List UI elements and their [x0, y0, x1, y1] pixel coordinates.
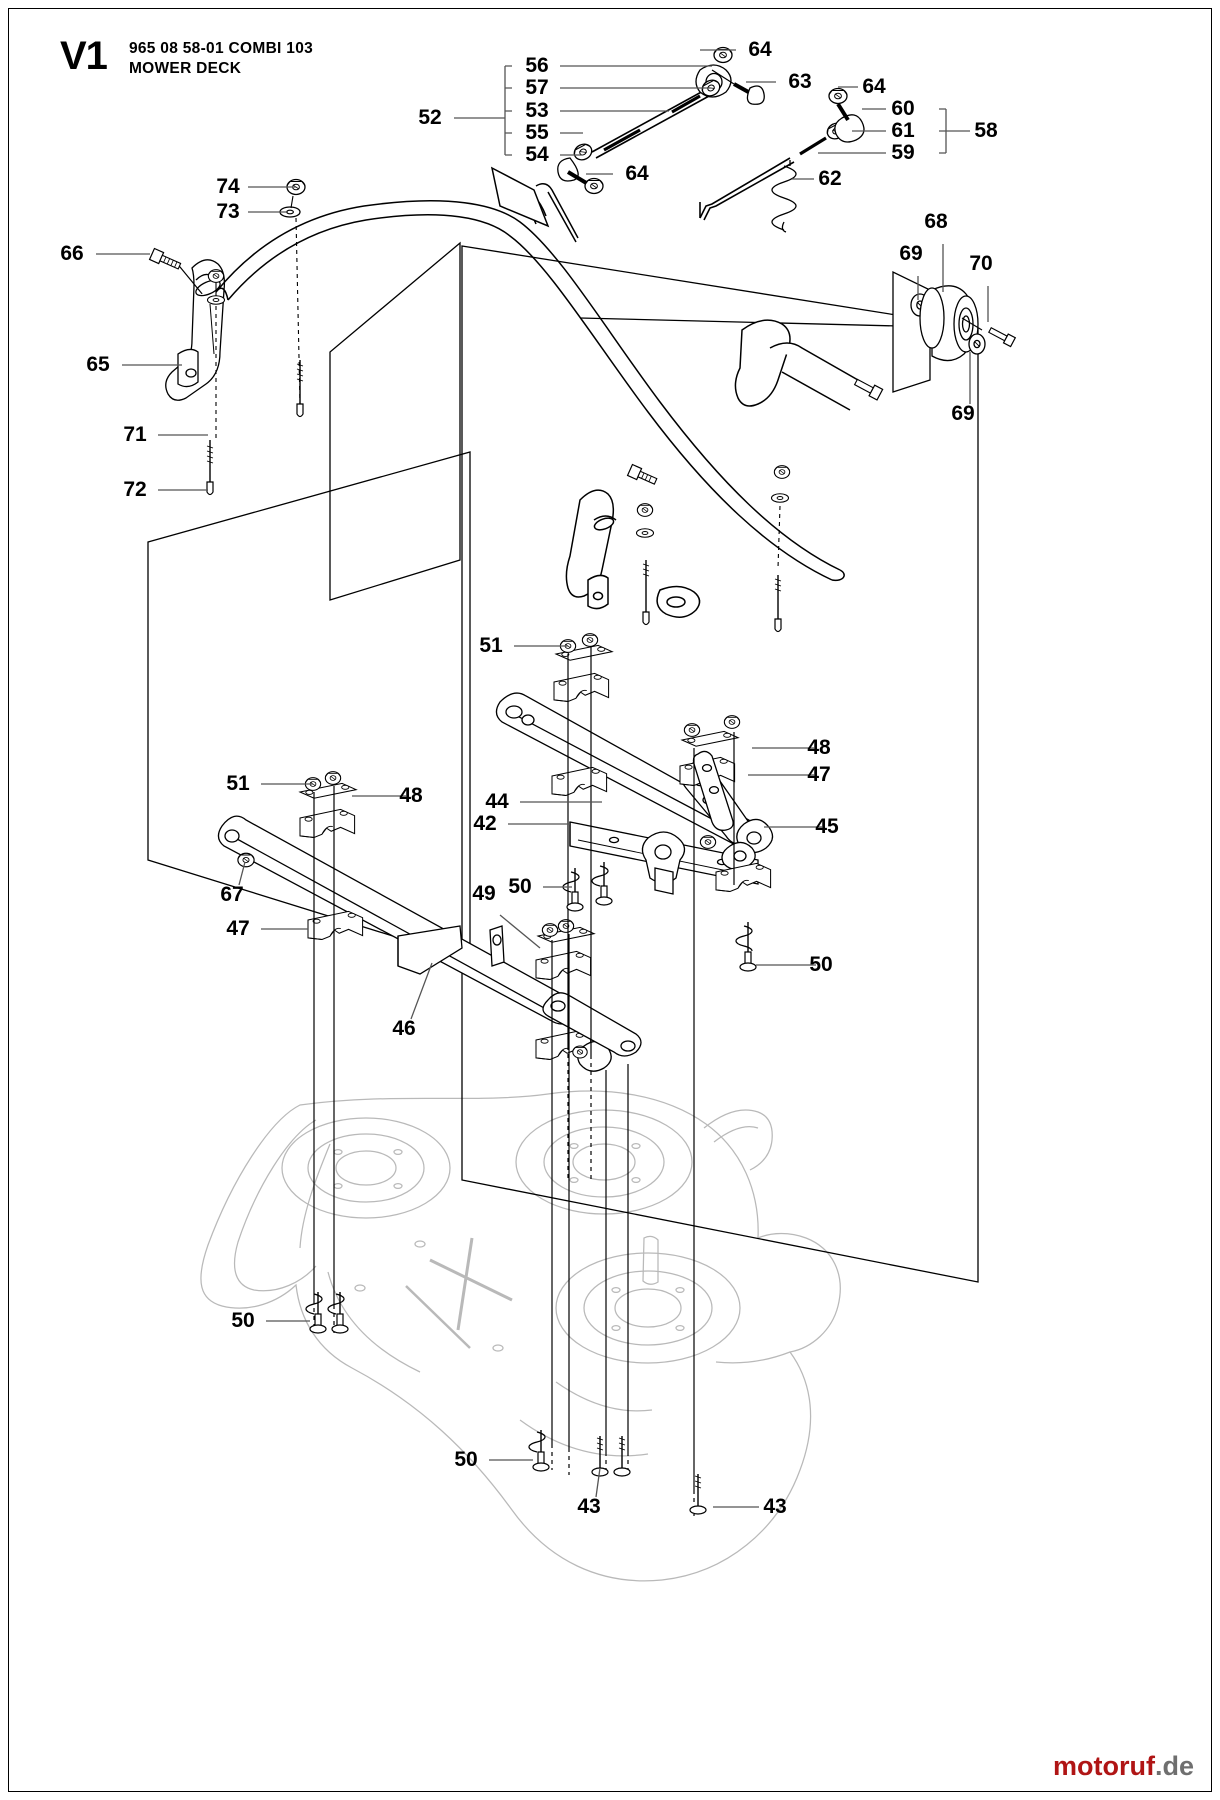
- callout-number-c72: 72: [123, 478, 146, 501]
- callout-number-c47a: 47: [807, 763, 830, 786]
- callout-number-c60: 60: [891, 97, 914, 120]
- washer-69-lower: [968, 333, 986, 355]
- watermark-brand: motoruf: [1053, 1751, 1155, 1781]
- callout-number-c56: 56: [525, 54, 548, 77]
- callout-number-c45: 45: [815, 815, 839, 838]
- callout-number-c59: 59: [891, 141, 914, 164]
- plate-code: V1: [60, 34, 108, 78]
- callout-number-c49: 49: [472, 882, 495, 905]
- bolt-upper-right: [296, 360, 304, 418]
- callout-number-c61: 61: [891, 119, 915, 142]
- wheel-68: [919, 285, 983, 362]
- roller-wheel-assembly: [892, 270, 1017, 393]
- callout-number-c43b: 43: [763, 1495, 786, 1518]
- callout-number-c68: 68: [924, 210, 948, 233]
- callout-number-c43a: 43: [577, 1495, 600, 1518]
- leader-line-49: [499, 914, 541, 949]
- bolt-lower-mid: [642, 560, 650, 626]
- callout-number-c70: 70: [969, 252, 992, 275]
- callout-number-c64c: 64: [862, 75, 886, 98]
- callout-leaders: [96, 49, 989, 1508]
- assembly-name: MOWER DECK: [128, 60, 242, 77]
- callout-number-c44: 44: [485, 790, 509, 813]
- clamp-block-upper-mid: [553, 633, 613, 703]
- callout-number-c64b: 64: [625, 162, 649, 185]
- callout-number-c55: 55: [525, 121, 549, 144]
- callout-number-c54: 54: [525, 143, 549, 166]
- callout-number-c50d: 50: [454, 1448, 477, 1471]
- callout-number-c48b: 48: [807, 736, 831, 759]
- clamp-block-left-lower: [307, 910, 364, 941]
- bolt-lower-right: [774, 575, 782, 633]
- leader-line-43: [595, 1467, 601, 1498]
- bolt-70: [988, 326, 1017, 348]
- sheet-border: [8, 8, 1212, 1792]
- callout-number-c64a: 64: [748, 38, 772, 61]
- callout-number-c50a: 50: [508, 875, 531, 898]
- lift-arm-left: [217, 815, 582, 1025]
- callout-number-c51b: 51: [226, 772, 250, 795]
- frame-panels: [147, 241, 979, 1283]
- rod-assembly-58: [699, 87, 865, 233]
- linkage-assembly-52: [557, 46, 765, 195]
- watermark: motoruf.de: [1053, 1751, 1194, 1782]
- callout-number-c62: 62: [818, 167, 841, 190]
- callout-number-c58: 58: [974, 119, 998, 142]
- spring-bolts-50: [305, 862, 757, 1472]
- callout-number-c66: 66: [60, 242, 83, 265]
- callout-numbers: 7473666571725256575355546463646460615958…: [60, 38, 998, 1518]
- mower-deck-outline: [200, 1090, 841, 1582]
- clamp-block-left-upper: [299, 771, 357, 839]
- callout-number-c47b: 47: [226, 917, 249, 940]
- part-number: 965 08 58-01 COMBI 103: [128, 40, 314, 57]
- callout-number-c50b: 50: [809, 953, 832, 976]
- callout-number-c57: 57: [525, 76, 548, 99]
- callout-number-c46: 46: [392, 1017, 415, 1040]
- callout-number-c65: 65: [86, 353, 110, 376]
- callout-number-c69a: 69: [899, 242, 922, 265]
- callout-number-c51a: 51: [479, 634, 503, 657]
- callout-number-c42: 42: [473, 812, 496, 835]
- bolt-mid: [626, 463, 658, 485]
- crossbar-42: [569, 821, 759, 895]
- callout-number-c53: 53: [525, 99, 548, 122]
- callout-number-c52: 52: [418, 106, 441, 129]
- watermark-tld: .de: [1154, 1751, 1194, 1781]
- bolts-43: [591, 1436, 707, 1515]
- tab-49: [489, 925, 505, 967]
- callout-number-c50c: 50: [231, 1309, 254, 1332]
- group-bracket-52: [504, 65, 512, 156]
- callout-number-c48a: 48: [399, 784, 423, 807]
- callout-number-c71: 71: [123, 423, 147, 446]
- clamp-block-mid: [551, 766, 608, 797]
- handle-frame-tubes: [215, 166, 884, 633]
- bolt-72: [206, 440, 214, 496]
- leader-line-67: [238, 861, 246, 886]
- bolt-right-lower: [853, 378, 884, 401]
- leader-line-46: [410, 962, 433, 1020]
- clamp-block-lower-mid: [535, 919, 595, 981]
- title-block: V1 965 08 58-01 COMBI 103 MOWER DECK: [60, 36, 313, 78]
- callout-number-c74: 74: [216, 175, 240, 198]
- callout-number-c69b: 69: [951, 402, 974, 425]
- bolt-66: [148, 247, 203, 295]
- group-bracket-58: [939, 108, 947, 154]
- callout-number-c67: 67: [220, 883, 243, 906]
- spring-62: [771, 160, 797, 233]
- bracket-65-assembly: [148, 178, 306, 496]
- callout-number-c63: 63: [788, 70, 811, 93]
- callout-number-c73: 73: [216, 200, 239, 223]
- blade-46: [397, 925, 463, 975]
